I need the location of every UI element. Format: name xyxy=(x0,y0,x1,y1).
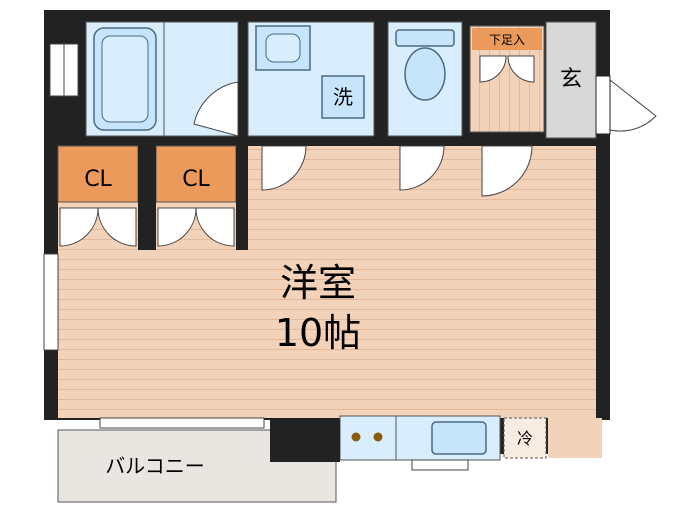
kitchen-sink-icon xyxy=(431,421,487,455)
entrance xyxy=(545,21,597,139)
room-size: 10帖 xyxy=(275,311,361,355)
stove-burner-icon xyxy=(351,432,361,442)
fridge-label: 冷 xyxy=(517,429,533,448)
balcony-label: バルコニー xyxy=(105,454,205,478)
washer-label: 洗 xyxy=(333,85,353,109)
bath-door xyxy=(193,81,239,137)
fridge-space xyxy=(503,417,547,459)
toilet-icon xyxy=(404,47,446,101)
closet-right-label: CL xyxy=(182,167,210,192)
washer-icon xyxy=(321,75,365,119)
front-door xyxy=(609,78,657,132)
toilet-tank-icon xyxy=(395,29,455,47)
entrance-label: 玄 xyxy=(560,67,582,92)
balcony-window xyxy=(99,417,265,429)
stove-burner-icon xyxy=(373,432,383,442)
side-window xyxy=(43,253,59,351)
room-name: 洋室 xyxy=(280,261,356,305)
shoe-box-label-bg xyxy=(472,28,542,50)
shoe-box-label: 下足入 xyxy=(489,33,525,47)
closet-left-label: CL xyxy=(84,167,112,192)
